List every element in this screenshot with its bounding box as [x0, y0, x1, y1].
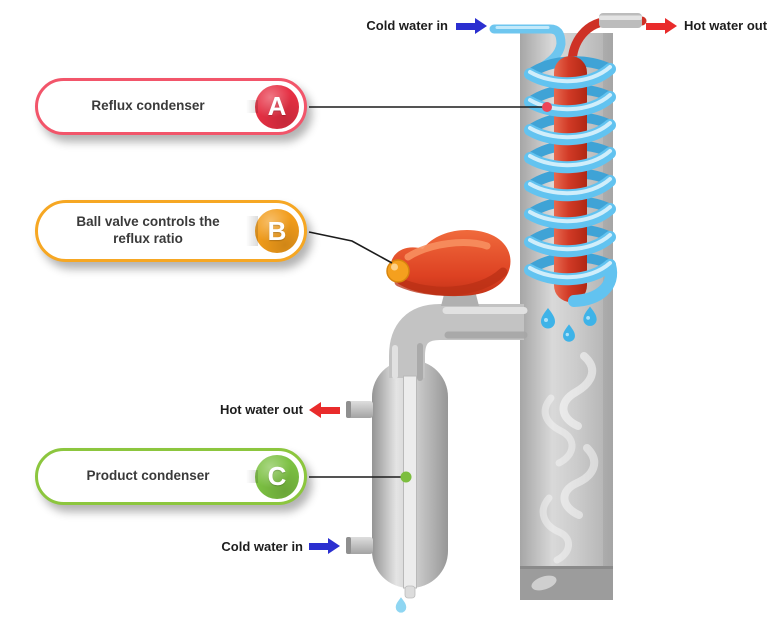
hot-water-out-arrow-icon — [646, 18, 677, 34]
cold-water-in-side-arrow-icon — [309, 538, 340, 554]
product-condenser-details — [346, 375, 417, 613]
product-drip — [395, 597, 407, 613]
callout-connectors — [308, 102, 552, 483]
connector-c-dot — [400, 471, 412, 483]
callout-c-badge: C — [255, 454, 299, 499]
cold-water-in-arrow-icon — [456, 18, 487, 34]
takeoff-pipe — [389, 304, 528, 381]
arrow-shaft — [321, 406, 340, 414]
arrow-shaft — [309, 542, 328, 550]
arrow-head — [328, 538, 340, 554]
arrow-shaft — [646, 22, 665, 30]
arrow-head — [475, 18, 487, 34]
connector-a-dot — [542, 102, 552, 112]
valve-knob — [386, 259, 410, 283]
vapor-tube — [554, 56, 587, 302]
hot-water-out-nozzle — [346, 401, 373, 418]
condensate-drops — [541, 306, 597, 342]
steam-wisps — [539, 352, 599, 564]
callout-ball-valve: Ball valve controls the reflux ratio B — [35, 200, 307, 262]
callout-a-label: Reflux condenser — [41, 98, 258, 115]
arrow-head — [309, 402, 321, 418]
hot-water-out-side-arrow-icon — [309, 402, 340, 418]
label-hot-water-out-top: Hot water out — [684, 18, 768, 33]
cold-water-in-nozzle — [346, 537, 373, 554]
label-hot-water-out-side: Hot water out — [219, 402, 303, 417]
reflux-condenser-coil — [524, 56, 618, 307]
callout-c-label: Product condenser — [41, 468, 258, 485]
connector-b — [308, 231, 393, 264]
callout-reflux-condenser: Reflux condenser A — [35, 78, 307, 135]
arrow-shaft — [456, 22, 475, 30]
label-cold-water-in-top: Cold water in — [366, 18, 448, 33]
callout-product-condenser: Product condenser C — [35, 448, 307, 505]
ball-valve — [386, 229, 511, 306]
callout-a-badge: A — [255, 84, 299, 129]
callout-b-label: Ball valve controls the reflux ratio — [41, 214, 258, 248]
callout-b-badge: B — [255, 209, 299, 253]
arrow-head — [665, 18, 677, 34]
label-cold-water-in-side: Cold water in — [221, 539, 303, 554]
